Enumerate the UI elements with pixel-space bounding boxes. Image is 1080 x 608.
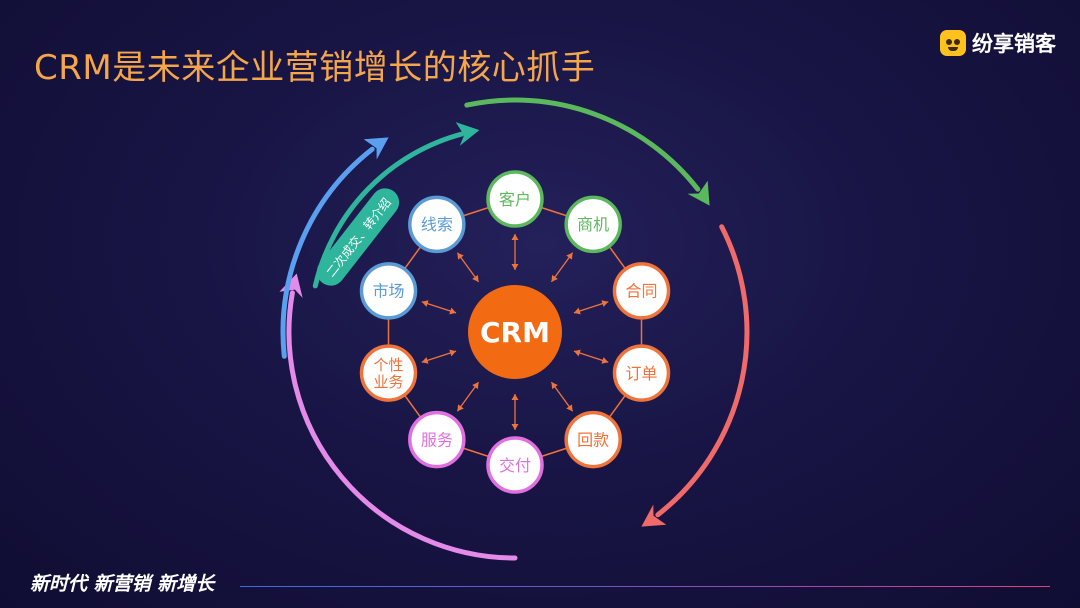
crm-node-label: 线索 <box>421 215 453 234</box>
spoke-arrowhead-icon <box>551 382 558 390</box>
spoke-arrowhead-icon <box>511 424 519 430</box>
spoke-arrowhead-icon <box>472 274 479 282</box>
crm-node-label: 服务 <box>421 430 453 449</box>
crm-node-label: 交付 <box>499 456 531 475</box>
spoke-arrows <box>421 234 609 430</box>
fxiaoke-mascot-icon <box>940 30 966 56</box>
pink-cycle-arc <box>286 290 518 561</box>
spoke-arrowhead-icon <box>551 274 558 282</box>
spoke-arrowhead-icon <box>566 404 573 412</box>
crm-node: 回款 <box>564 410 622 469</box>
crm-node: 线索 <box>408 195 466 254</box>
spoke-arrowhead-icon <box>573 307 581 315</box>
spoke-arrowhead-icon <box>449 307 457 315</box>
ring-label-pill <box>316 188 400 286</box>
spoke-arrowhead-icon <box>573 349 581 357</box>
crm-node-circle <box>486 436 544 494</box>
crm-node-circle <box>359 344 418 402</box>
crm-node: 客户 <box>486 170 544 228</box>
crm-node-circle <box>408 195 466 254</box>
red-arrow-icon <box>641 504 667 527</box>
spoke-arrowhead-icon <box>457 252 464 260</box>
crm-node-label: 回款 <box>577 430 609 449</box>
footer-divider <box>240 586 1050 587</box>
crm-node: 服务 <box>408 410 466 469</box>
green-cycle-arc <box>464 97 701 192</box>
spoke-arrowhead-icon <box>472 382 479 390</box>
spoke-arrowhead-icon <box>421 357 429 364</box>
outer-cycle-arcs <box>279 97 750 561</box>
blue-cycle-arc <box>280 146 375 359</box>
crm-node-label: 市场 <box>373 282 405 301</box>
crm-node-circle <box>612 262 671 320</box>
crm-center-group: CRM <box>468 285 562 379</box>
pink-arrow-icon <box>279 273 303 298</box>
crm-node: 合同 <box>612 262 671 320</box>
spoke-arrowhead-icon <box>566 252 573 260</box>
crm-node-label: 合同 <box>625 282 657 301</box>
green-arrow-icon <box>687 180 710 206</box>
blue-arrow-icon <box>363 137 389 160</box>
spoke-arrowhead-icon <box>511 234 519 240</box>
spoke-arrowhead-icon <box>449 349 457 357</box>
crm-center-circle <box>468 285 562 379</box>
teal-arrow-icon <box>455 122 480 146</box>
page-title: CRM是未来企业营销增长的核心抓手 <box>34 48 596 88</box>
spoke-arrowhead-icon <box>511 264 519 270</box>
crm-node: 市场 <box>359 262 418 320</box>
crm-node-label: 客户 <box>499 190 531 209</box>
red-cycle-arc <box>655 224 750 518</box>
spoke-arrowhead-icon <box>511 394 519 400</box>
crm-node: 商机 <box>564 195 622 254</box>
crm-node: 交付 <box>486 436 544 494</box>
crm-node-circle <box>408 410 466 469</box>
crm-node: 订单 <box>612 344 671 402</box>
footer-slogan: 新时代 新营销 新增长 <box>30 573 215 595</box>
crm-node-circle <box>564 195 622 254</box>
spoke-arrowhead-icon <box>421 300 429 307</box>
crm-node-label: 个性 <box>374 356 404 374</box>
crm-node-circle <box>612 344 671 402</box>
spoke-arrowhead-icon <box>457 404 464 412</box>
spoke-arrowhead-icon <box>601 300 609 307</box>
crm-center-label: CRM <box>480 316 550 349</box>
crm-node-label: 业务 <box>374 373 404 391</box>
crm-node-circle <box>359 262 418 320</box>
crm-node-label: 订单 <box>625 364 657 383</box>
brand-name: 纷享销客 <box>972 32 1056 56</box>
crm-node-circle <box>564 410 622 469</box>
brand-logo: 纷享销客 <box>940 28 1056 58</box>
crm-node-circle <box>486 170 544 228</box>
spoke-arrowhead-icon <box>601 357 609 364</box>
crm-node-label: 商机 <box>577 215 609 234</box>
